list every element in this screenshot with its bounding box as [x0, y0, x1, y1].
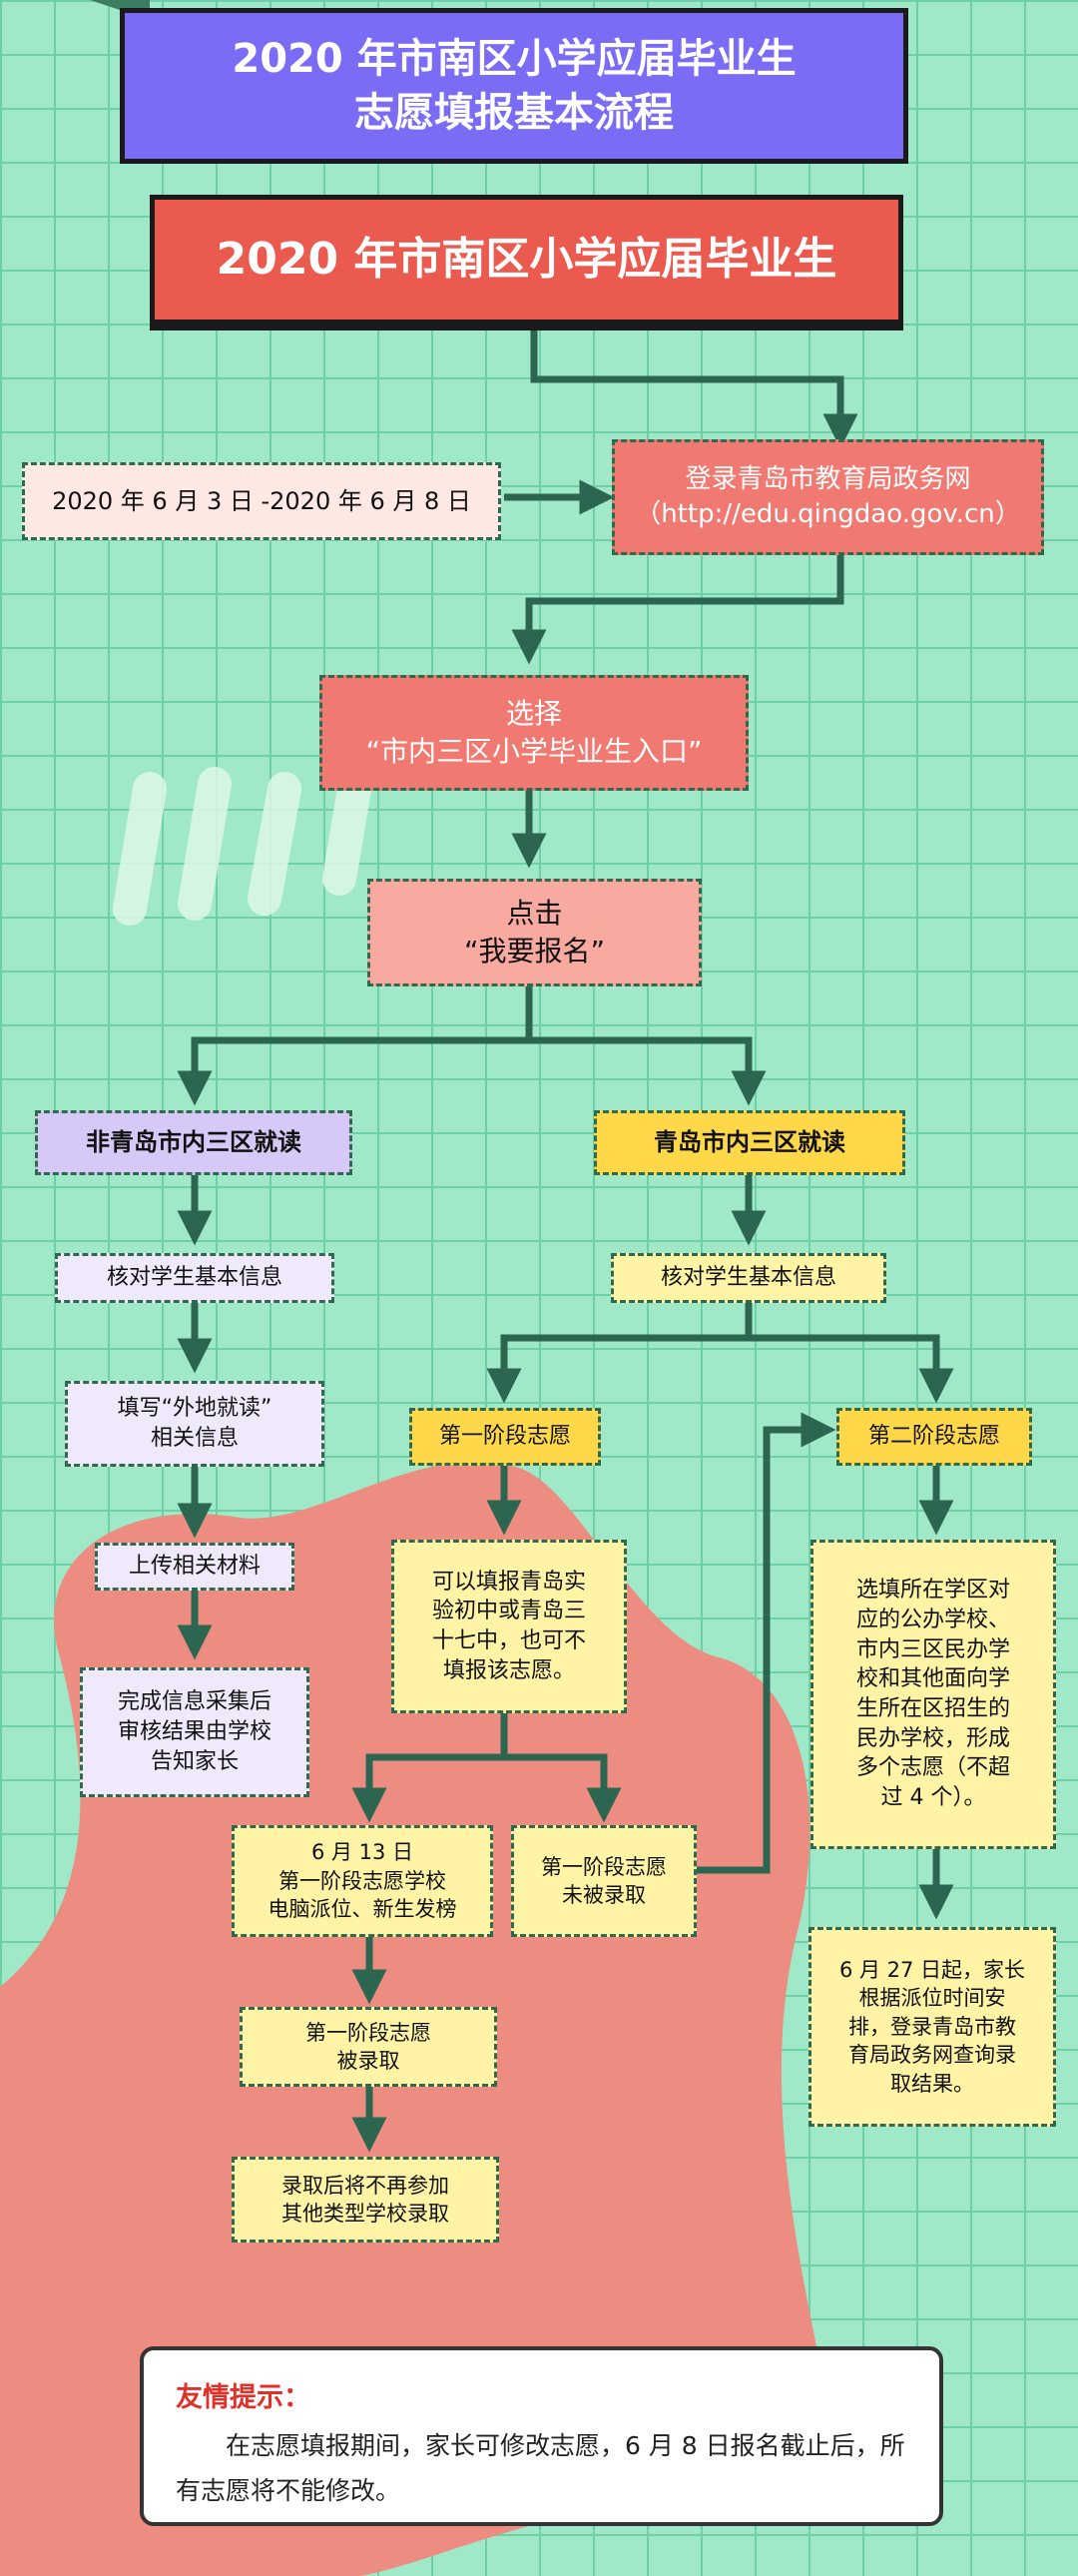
select-entry-line2: “市内三区小学毕业生入口”: [365, 735, 703, 768]
right-verify-box: 核对学生基本信息: [611, 1253, 886, 1303]
left-upload-label: 上传相关材料: [128, 1554, 261, 1580]
stage1-not-admitted-box: 第一阶段志愿 未被录取: [511, 1825, 697, 1937]
left-upload-box: 上传相关材料: [95, 1543, 294, 1591]
login-box-line2: （http://edu.qingdao.gov.cn）: [635, 499, 1021, 529]
stage2-label: 第二阶段志愿: [867, 1424, 1000, 1450]
stage2-desc-label: 选填所在学区对 应的公办学校、 市内三区民办学 校和其他面向学 生所在区招生的 …: [855, 1578, 1010, 1811]
right-branch-header: 青岛市内三区就读: [594, 1110, 905, 1175]
top-box-label: 2020 年市南区小学应届毕业生: [216, 234, 837, 286]
login-box: 登录青岛市教育局政务网 （http://edu.qingdao.gov.cn）: [612, 439, 1044, 555]
stage1-admitted-label: 第一阶段志愿 被录取: [305, 2020, 431, 2073]
right-branch-header-label: 青岛市内三区就读: [654, 1128, 845, 1157]
after-admitted-box: 录取后将不再参加 其他类型学校录取: [232, 2157, 499, 2243]
page-title-line2: 志愿填报基本流程: [354, 90, 674, 136]
stage1-desc-box: 可以填报青岛实 验初中或青岛三 十七中，也可不 填报该志愿。: [391, 1540, 627, 1713]
left-complete-label: 完成信息采集后 审核结果由学校 告知家长: [117, 1689, 271, 1774]
left-fill-box: 填写“外地就读” 相关信息: [65, 1381, 324, 1467]
after-admitted-label: 录取后将不再参加 其他类型学校录取: [281, 2173, 449, 2226]
stage1-not-admitted-label: 第一阶段志愿 未被录取: [541, 1854, 667, 1907]
stage1-admitted-box: 第一阶段志愿 被录取: [240, 2007, 497, 2087]
click-register-box: 点击 “我要报名”: [367, 879, 702, 986]
tip-box: 友情提示： 在志愿填报期间，家长可修改志愿，6 月 8 日报名截止后，所有志愿将…: [140, 2346, 943, 2526]
select-entry-box: 选择 “市内三区小学毕业生入口”: [319, 675, 749, 791]
left-verify-box: 核对学生基本信息: [55, 1253, 334, 1303]
left-verify-label: 核对学生基本信息: [106, 1265, 282, 1291]
stage1-label: 第一阶段志愿: [438, 1424, 571, 1450]
top-box: 2020 年市南区小学应届毕业生: [150, 195, 903, 324]
left-branch-header: 非青岛市内三区就读: [35, 1110, 352, 1175]
click-register-line2: “我要报名”: [463, 935, 605, 967]
tip-title: 友情提示：: [176, 2382, 310, 2413]
stage1-dispatch-label: 6 月 13 日 第一阶段志愿学校 电脑派位、新生发榜: [268, 1840, 457, 1922]
stage1-dispatch-box: 6 月 13 日 第一阶段志愿学校 电脑派位、新生发榜: [232, 1825, 493, 1937]
click-register-line1: 点击: [506, 897, 563, 931]
left-fill-label: 填写“外地就读” 相关信息: [117, 1396, 272, 1451]
stage1-box: 第一阶段志愿: [409, 1408, 601, 1466]
left-complete-box: 完成信息采集后 审核结果由学校 告知家长: [80, 1667, 309, 1797]
stage1-desc-label: 可以填报青岛实 验初中或青岛三 十七中，也可不 填报该志愿。: [431, 1569, 586, 1683]
tip-body: 在志愿填报期间，家长可修改志愿，6 月 8 日报名截止后，所有志愿将不能修改。: [176, 2430, 905, 2505]
left-branch-header-label: 非青岛市内三区就读: [86, 1128, 301, 1157]
login-box-line1: 登录青岛市教育局政务网: [685, 463, 971, 494]
right-verify-label: 核对学生基本信息: [660, 1265, 836, 1291]
page-title-line1: 2020 年市南区小学应届毕业生: [232, 36, 797, 82]
page-title: 2020 年市南区小学应届毕业生 志愿填报基本流程: [120, 8, 908, 164]
select-entry-line1: 选择: [505, 697, 562, 731]
stage2-box: 第二阶段志愿: [836, 1408, 1032, 1466]
stage2-result-label: 6 月 27 日起，家长 根据派位时间安 排，登录青岛市教 育局政务网查询录 取…: [838, 1958, 1026, 2096]
date-box-label: 2020 年 6 月 3 日 -2020 年 6 月 8 日: [52, 486, 471, 515]
stage2-result-box: 6 月 27 日起，家长 根据派位时间安 排，登录青岛市教 育局政务网查询录 取…: [808, 1927, 1056, 2127]
stage2-desc-box: 选填所在学区对 应的公办学校、 市内三区民办学 校和其他面向学 生所在区招生的 …: [810, 1540, 1056, 1849]
date-box: 2020 年 6 月 3 日 -2020 年 6 月 8 日: [22, 462, 501, 540]
